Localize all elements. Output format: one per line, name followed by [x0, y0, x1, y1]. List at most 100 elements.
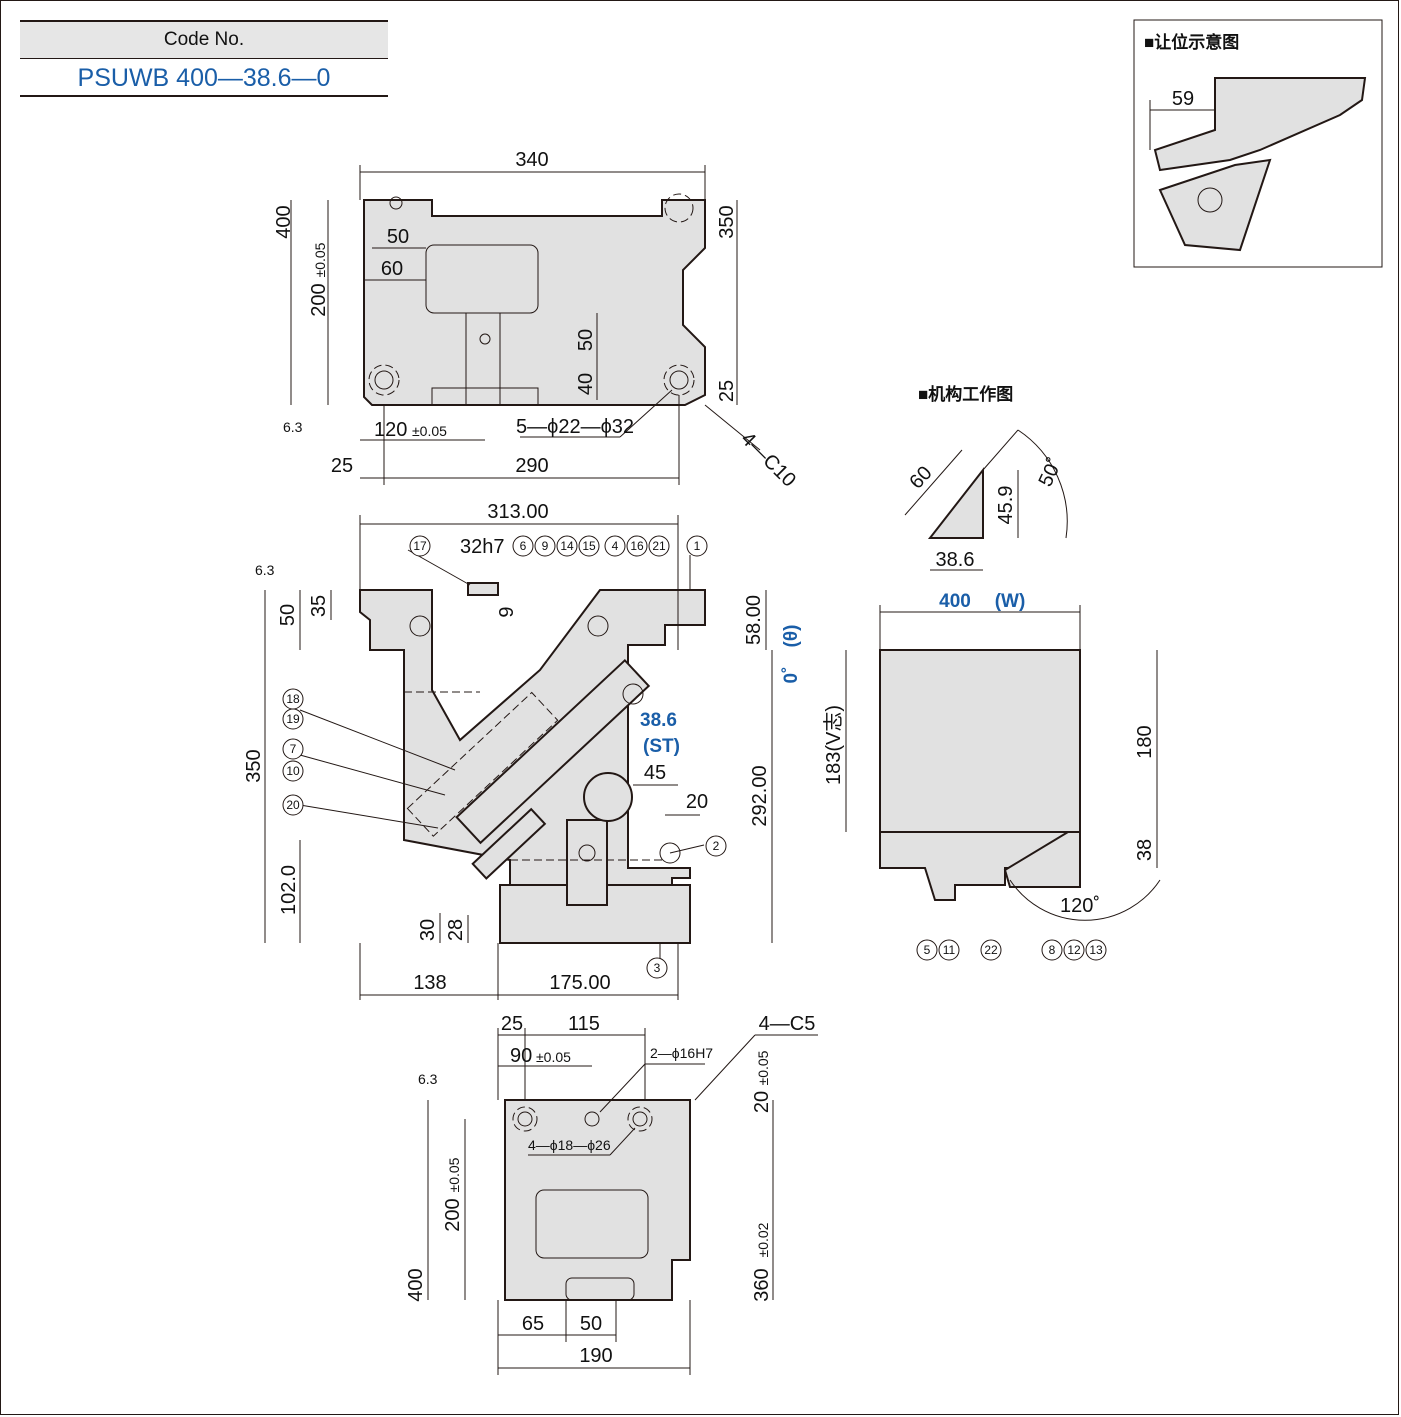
front-d50: 50	[277, 604, 299, 626]
top-d340: 340	[515, 149, 548, 171]
part-14: 14	[560, 539, 574, 553]
front-d30: 30	[417, 919, 439, 941]
part-6: 6	[520, 539, 527, 553]
top-d200-tol: ±0.05	[312, 242, 328, 277]
part-8: 8	[1049, 943, 1056, 957]
part-13: 13	[1089, 943, 1103, 957]
part-15: 15	[582, 539, 596, 553]
part-16: 16	[630, 539, 644, 553]
part-5: 5	[924, 943, 931, 957]
top-holes: 5—ϕ22—ϕ32	[516, 416, 634, 438]
bottom-d400: 400	[405, 1268, 427, 1301]
bottom-d190: 190	[579, 1345, 612, 1367]
bottom-rough: 6.3	[418, 1071, 438, 1087]
code-header: Code No.	[20, 20, 388, 59]
top-d50b: 50	[575, 329, 597, 351]
front-angle0: 0˚	[781, 667, 802, 684]
top-d120-tol: ±0.05	[412, 423, 447, 439]
mech-d180: 180	[1134, 725, 1156, 758]
bottom-d25: 25	[501, 1013, 523, 1035]
front-theta: (θ)	[781, 625, 802, 648]
bottom-d20: 20	[751, 1091, 773, 1113]
mech-d38: 38	[1134, 839, 1156, 861]
part-11: 11	[943, 943, 956, 957]
bottom-pins: 2—ϕ16H7	[650, 1045, 713, 1061]
top-d50a: 50	[387, 226, 409, 248]
bottom-d200-tol: ±0.05	[446, 1157, 462, 1192]
part-9: 9	[542, 539, 549, 553]
front-d35: 35	[308, 595, 330, 617]
mech-w: 400	[939, 591, 971, 612]
mech-a50: 50˚	[1035, 455, 1067, 490]
bottom-d360-tol: ±0.02	[755, 1222, 771, 1257]
bottom-chamfer: 4—C5	[759, 1013, 816, 1035]
part-1: 1	[694, 539, 701, 553]
part-4: 4	[612, 539, 619, 553]
front-d28: 28	[445, 919, 467, 941]
clearance-d59: 59	[1172, 88, 1194, 110]
mechanism-inset: ■机构工作图 60 45.9 50˚ 38.6 400 (W) 183(V志) …	[822, 384, 1161, 921]
mech-d45-9: 45.9	[995, 486, 1017, 525]
part-19: 19	[286, 712, 300, 726]
front-d292: 292.00	[749, 765, 771, 826]
bottom-d90-tol: ±0.05	[536, 1049, 571, 1065]
bottom-holes: 4—ϕ18—ϕ26	[528, 1137, 611, 1153]
part-20: 20	[286, 798, 300, 812]
mech-a120: 120˚	[1060, 895, 1100, 917]
top-d200: 200	[308, 283, 330, 316]
bottom-d20-tol: ±0.05	[755, 1050, 771, 1085]
mech-d38-6: 38.6	[936, 549, 975, 571]
bottom-d360: 360	[751, 1268, 773, 1301]
part-labels: 17 6 9 14 15 4 16 21 1 18 19 7 10 20 2 3…	[282, 535, 1107, 979]
front-d350: 350	[243, 749, 265, 782]
part-18: 18	[286, 692, 300, 706]
top-d25b: 25	[331, 455, 353, 477]
part-21: 21	[652, 539, 666, 553]
part-3: 3	[654, 961, 661, 975]
front-d102: 102.0	[278, 865, 300, 915]
front-rough: 6.3	[255, 562, 275, 578]
front-view: 313.00 32h7 9 350 50 35 102.0 30 28 292.…	[243, 501, 802, 1000]
clearance-title: ■让位示意图	[1144, 32, 1239, 52]
front-st: (ST)	[643, 736, 680, 757]
front-d58: 58.00	[743, 595, 765, 645]
bottom-d115: 115	[568, 1013, 600, 1035]
top-d120: 120	[374, 419, 407, 441]
code-number-box: Code No. PSUWB 400—38.6—0	[20, 20, 388, 97]
mechanism-title: ■机构工作图	[918, 384, 1013, 404]
front-d313: 313.00	[487, 501, 548, 523]
part-12: 12	[1067, 943, 1081, 957]
front-d20: 20	[686, 791, 708, 813]
bottom-d50: 50	[580, 1313, 602, 1335]
bottom-view: 25 115 4—C5 90 ±0.05 2—ϕ16H7 4—ϕ18—ϕ26 2…	[405, 1013, 818, 1375]
front-d175: 175.00	[549, 972, 610, 994]
mech-w-tag: (W)	[995, 591, 1026, 612]
code-value: PSUWB 400—38.6—0	[20, 59, 388, 97]
front-d32h7: 32h7	[460, 536, 505, 558]
top-d40: 40	[575, 373, 597, 395]
mech-d183: 183(V志)	[822, 705, 845, 785]
top-d60: 60	[381, 258, 403, 280]
clearance-inset: ■让位示意图 59	[1133, 19, 1383, 268]
front-d9: 9	[496, 606, 518, 617]
mech-d60: 60	[905, 462, 936, 493]
bottom-d90: 90	[510, 1045, 532, 1067]
part-17: 17	[413, 539, 427, 553]
top-d290: 290	[515, 455, 548, 477]
top-view: 340 400 200 ±0.05 350 50 60 50 40 25 120…	[273, 149, 800, 491]
front-d45: 45	[644, 762, 666, 784]
bottom-d65: 65	[522, 1313, 544, 1335]
part-2: 2	[713, 839, 720, 853]
front-d138: 138	[413, 972, 446, 994]
top-rough: 6.3	[283, 419, 303, 435]
part-7: 7	[290, 742, 297, 756]
part-10: 10	[286, 764, 300, 778]
top-d350: 350	[716, 205, 738, 238]
top-chamfer: 4—C10	[736, 428, 800, 492]
bottom-d200: 200	[442, 1198, 464, 1231]
top-d400: 400	[273, 205, 295, 238]
top-d25: 25	[716, 380, 738, 402]
part-22: 22	[984, 943, 998, 957]
